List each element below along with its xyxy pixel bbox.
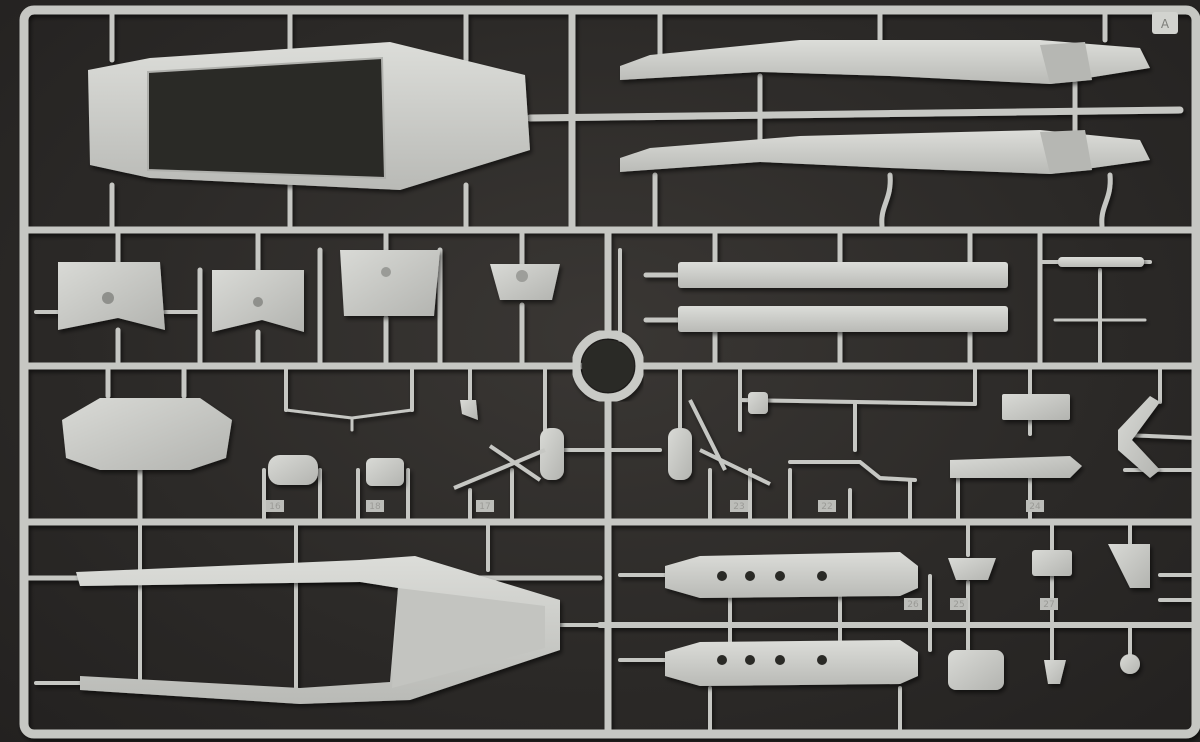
cross-member <box>62 398 232 470</box>
tag-24: 24 <box>1029 502 1041 512</box>
tag-26: 26 <box>907 600 919 610</box>
beam-upper <box>678 262 1008 288</box>
tag-17: 17 <box>479 502 490 512</box>
rod-1 <box>1058 257 1144 267</box>
tag-18: 18 <box>369 502 381 512</box>
small-part-26 <box>1032 550 1072 576</box>
part-number-tags: 16 17 18 22 23 24 25 26 27 <box>266 500 1058 610</box>
small-part-25 <box>948 558 996 580</box>
chassis-frame-top <box>88 42 530 190</box>
frame-rail-upper <box>620 40 1150 84</box>
central-ring <box>571 329 645 403</box>
side-plate-lower <box>665 640 918 686</box>
plate-3 <box>340 250 440 316</box>
tag-22: 22 <box>821 502 832 512</box>
tag-23: 23 <box>733 502 744 512</box>
corner-label: A <box>1161 17 1170 31</box>
cylinder-part <box>950 456 1082 478</box>
tag-27: 27 <box>1043 600 1054 610</box>
small-part-16 <box>268 455 318 485</box>
sprue-runners <box>19 5 1200 739</box>
sprue-parts <box>58 40 1160 704</box>
fender-part <box>1108 544 1150 588</box>
lever-right <box>668 428 692 480</box>
mount-4 <box>490 264 560 300</box>
corner-tab: A <box>1152 12 1178 34</box>
beam-lower <box>678 306 1008 332</box>
runner-top-mid <box>526 106 1184 122</box>
block-part <box>1002 394 1070 420</box>
frame-rail-lower <box>620 130 1150 174</box>
small-part-18 <box>366 458 404 486</box>
wheel-hub <box>1120 654 1140 674</box>
bracket-right <box>1118 396 1160 478</box>
box-part <box>948 650 1004 690</box>
chassis-frame-bottom <box>76 556 560 704</box>
tag-25: 25 <box>953 600 964 610</box>
side-plate-upper <box>665 552 918 598</box>
tag-16: 16 <box>269 502 281 512</box>
lever-left <box>540 428 564 480</box>
